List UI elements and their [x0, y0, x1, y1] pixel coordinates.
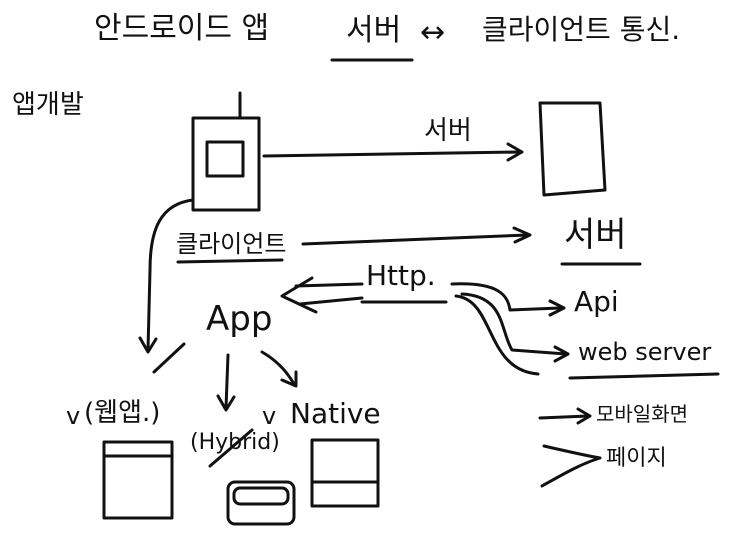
title-server: 서버	[346, 13, 402, 48]
app-to-webapp-arrow	[152, 342, 186, 374]
client-to-server-arrow	[301, 233, 530, 246]
title-android-app: 안드로이드 앱	[94, 11, 270, 46]
hybrid-strike	[208, 428, 254, 468]
http-to-app-arrow-upper	[294, 282, 364, 288]
app-to-native-arrow	[260, 350, 296, 386]
webapp-check-mark: v	[66, 402, 81, 430]
side-label-app-development: 앱개발	[12, 90, 84, 120]
http-to-app-arrowhead	[280, 276, 318, 314]
http-to-app-arrow-lower	[298, 296, 364, 306]
phone-to-server-arrowhead	[506, 142, 524, 162]
label-server-mid: 서버	[564, 215, 627, 255]
phone-to-server-arrow	[262, 150, 522, 158]
native-box	[310, 438, 380, 508]
mobile-screen-arrow	[538, 414, 590, 420]
client-underline	[176, 258, 284, 264]
app-to-native-arrowhead	[280, 370, 298, 388]
webapp-box	[102, 440, 174, 520]
label-page: 페이지	[606, 446, 667, 471]
phone-device	[191, 116, 261, 212]
label-http: Http.	[366, 259, 436, 292]
http-to-webserver-branch	[460, 292, 568, 356]
phone-to-webapp-curve	[146, 198, 195, 352]
http-to-webserver-arrowhead	[553, 345, 570, 363]
title-double-arrow: ↔	[420, 15, 446, 50]
app-to-hybrid-arrowhead	[216, 394, 236, 412]
native-check-mark: v	[262, 402, 277, 430]
label-server-top: 서버	[424, 116, 472, 146]
label-api: Api	[574, 285, 619, 318]
label-web-app: (웹앱.)	[84, 398, 161, 428]
phone-to-webapp-arrowhead	[138, 336, 158, 354]
hybrid-box-inner	[232, 486, 290, 506]
label-app: App	[206, 299, 273, 339]
web-server-underline	[568, 372, 720, 380]
page-arrow	[540, 444, 602, 488]
label-client: 클라이언트	[176, 230, 287, 258]
http-to-webserver-loop	[454, 294, 540, 376]
label-mobile-screen: 모바일화면	[596, 402, 688, 426]
label-hybrid: (Hybrid)	[190, 430, 280, 455]
mobile-screen-arrowhead	[576, 407, 592, 425]
server-box	[538, 101, 607, 197]
phone-screen	[205, 140, 245, 178]
hybrid-box	[226, 480, 296, 526]
client-to-server-arrowhead	[512, 226, 532, 244]
http-to-api-arrowhead	[548, 299, 566, 317]
title-client-communication: 클라이언트 통신.	[482, 13, 681, 46]
app-to-hybrid-arrow	[224, 353, 230, 410]
label-web-server: web server	[578, 338, 712, 366]
label-native: Native	[290, 397, 381, 430]
http-to-api-branch	[450, 282, 562, 312]
